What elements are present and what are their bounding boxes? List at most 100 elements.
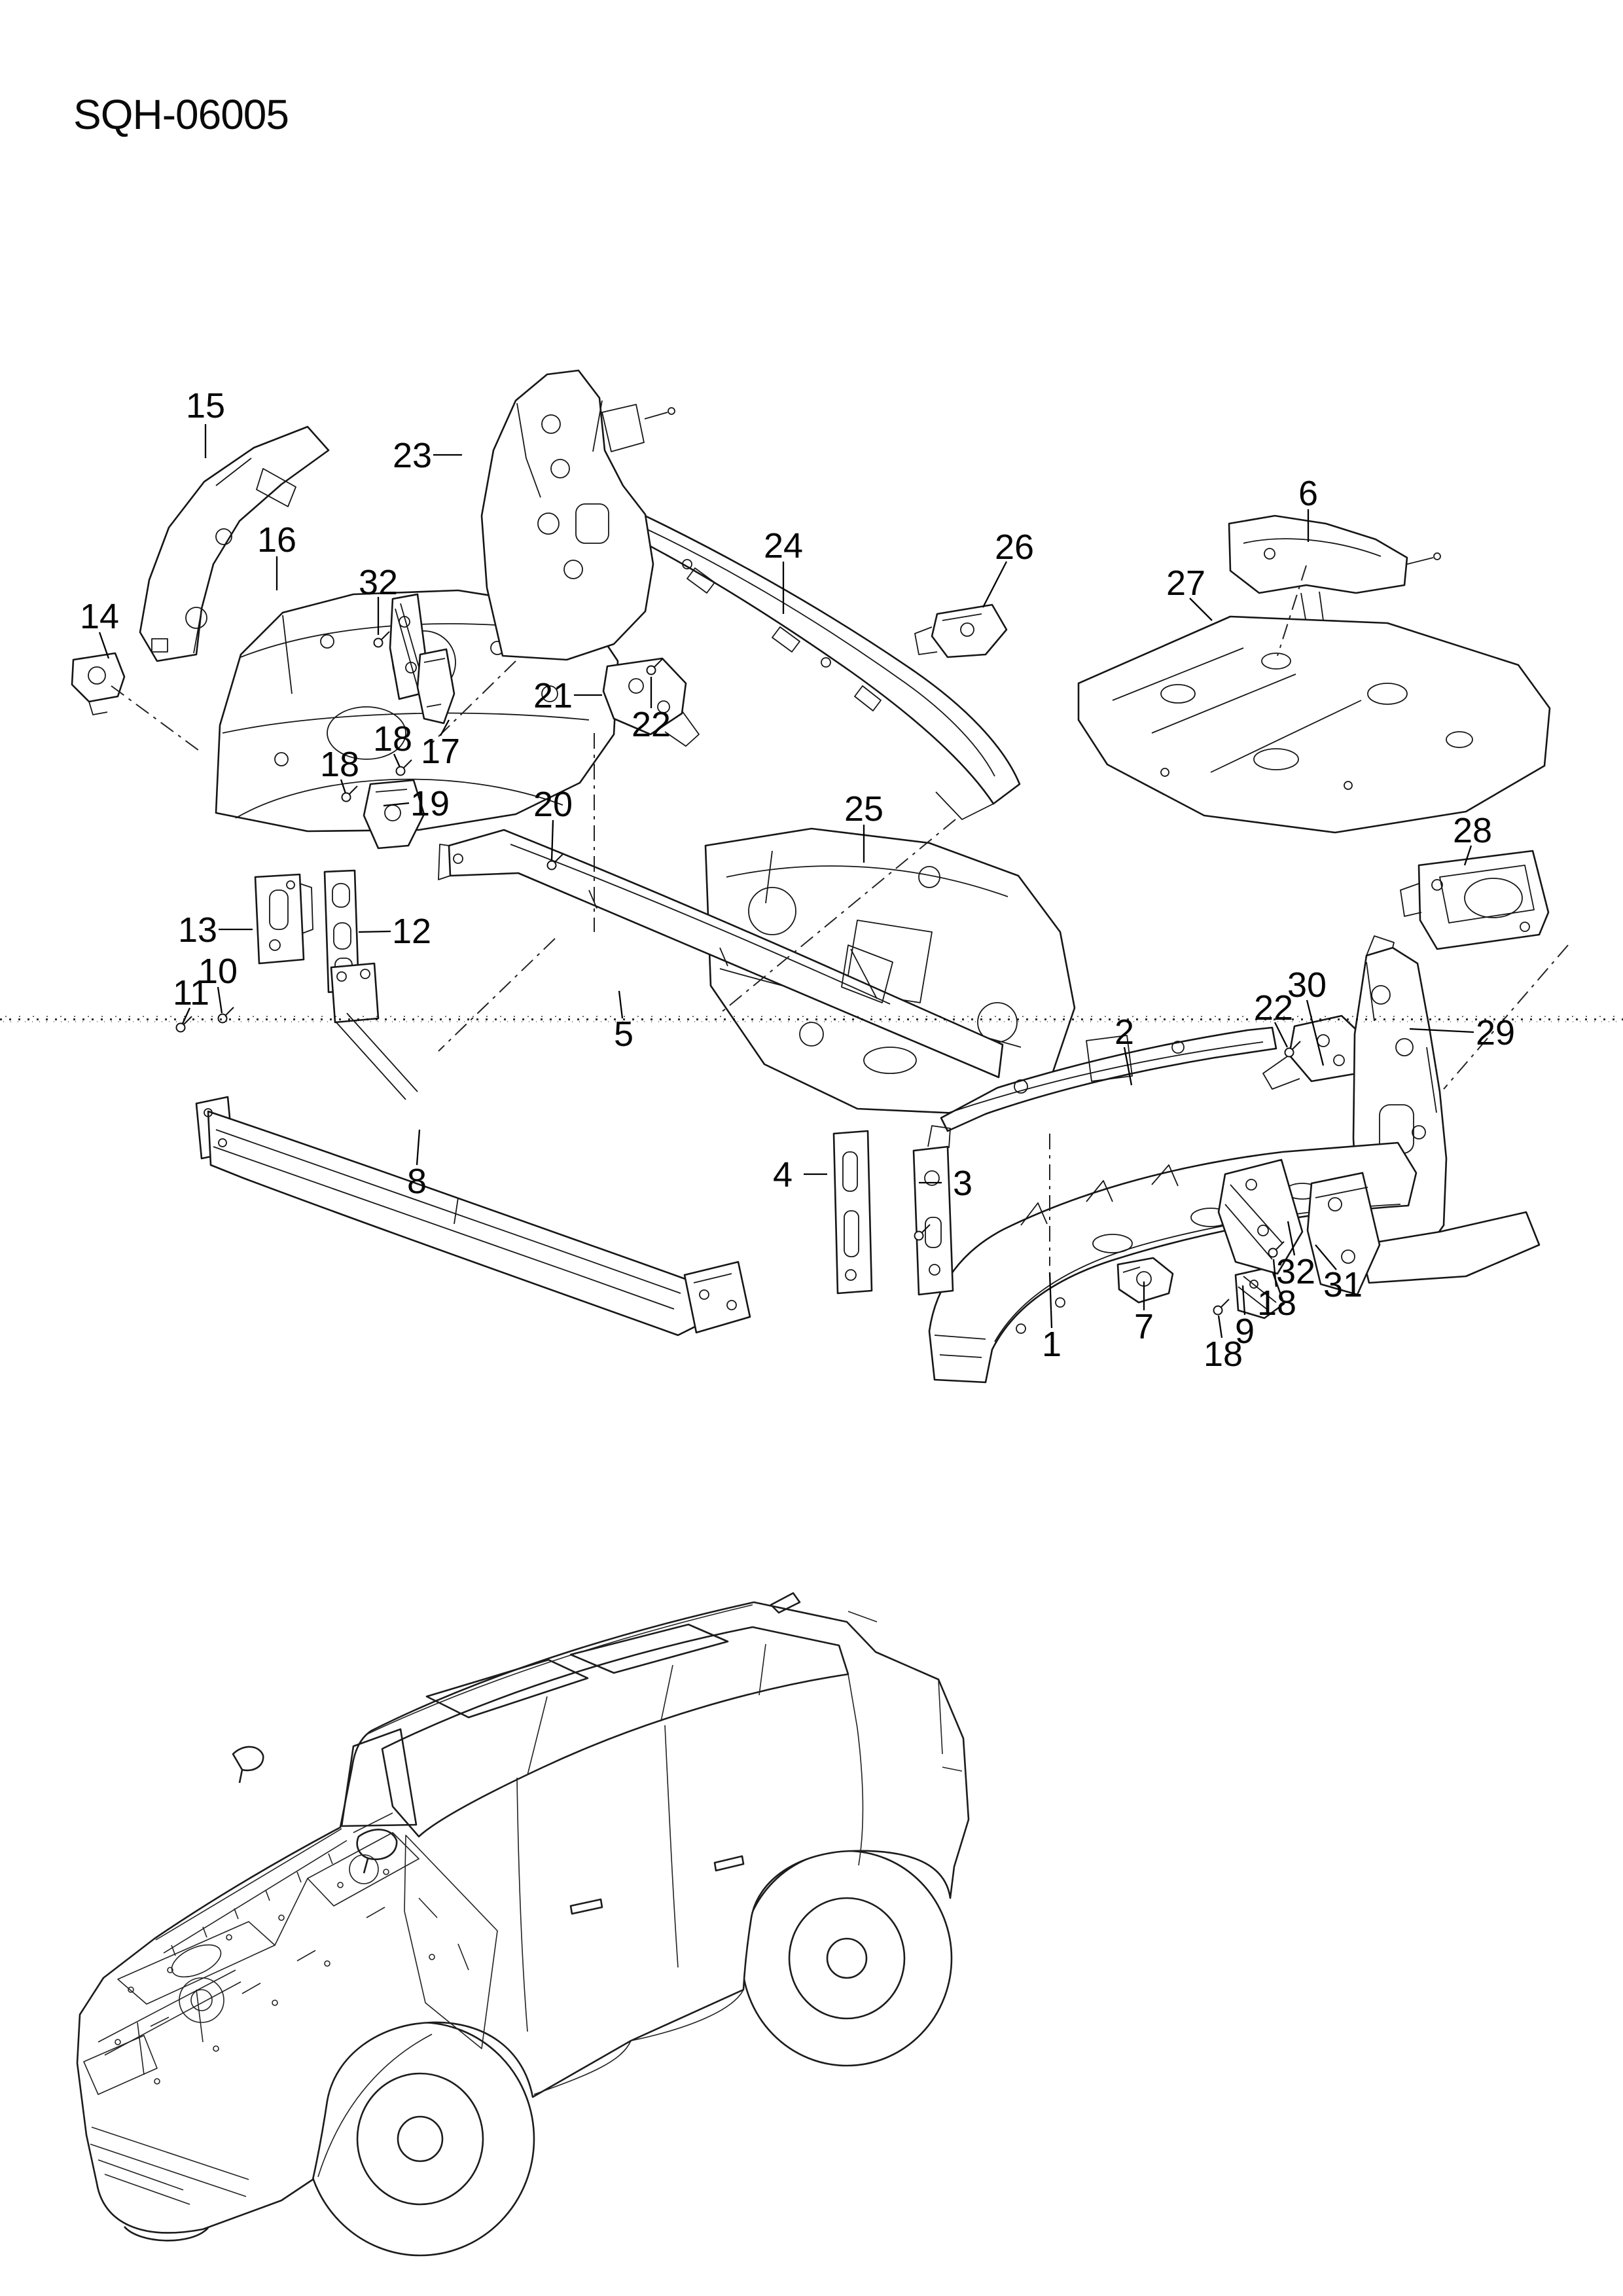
callout-label-27: 27 xyxy=(1166,564,1205,603)
windshield xyxy=(340,1728,418,1827)
callout-label-23: 23 xyxy=(393,436,432,475)
part-4-plate-sketch xyxy=(832,1130,873,1295)
callout-label-18: 18 xyxy=(373,719,412,759)
callout-leader xyxy=(358,930,391,933)
callout-label-10: 10 xyxy=(198,952,238,991)
callout-label-25: 25 xyxy=(844,789,883,829)
callout-leader xyxy=(1274,1022,1289,1048)
vehicle-sketch xyxy=(76,1592,970,2257)
part-sketches xyxy=(71,369,1551,1384)
assembly-axis-line xyxy=(438,938,556,1052)
callout-label-17: 17 xyxy=(421,732,460,771)
part-31-plate-sketch xyxy=(1306,1172,1381,1296)
window-pillars xyxy=(527,1643,766,1776)
engine-bay-structure xyxy=(83,1828,498,2205)
callout-leader xyxy=(393,753,401,768)
page-title: SQH-06005 xyxy=(73,91,289,138)
part-7-bracket-sketch xyxy=(1116,1257,1174,1304)
part-28-tray-sketch xyxy=(1400,850,1550,950)
part-2-upper-rail-sketch xyxy=(940,1026,1277,1132)
assembly-axis-line xyxy=(111,685,199,751)
callout-leader xyxy=(982,561,1008,608)
callout-label-12: 12 xyxy=(392,912,431,951)
bolt-icon xyxy=(546,853,563,870)
callout-leader xyxy=(1048,1272,1053,1329)
part-8-bumper-beam-sketch xyxy=(195,1096,751,1336)
door-lines xyxy=(516,1725,679,2032)
callout-label-6: 6 xyxy=(1298,474,1318,513)
callout-leader xyxy=(439,719,450,736)
callout-leader xyxy=(1287,1221,1296,1256)
bolt-icon xyxy=(341,785,358,802)
callout-label-4: 4 xyxy=(773,1155,793,1194)
callout-label-26: 26 xyxy=(995,528,1034,567)
callout-label-11: 11 xyxy=(173,973,209,1013)
callout-label-30: 30 xyxy=(1287,965,1327,1005)
rear-wheel-sketch xyxy=(741,1850,953,2067)
sunroof-front xyxy=(425,1659,589,1719)
callout-label-19: 19 xyxy=(410,784,450,823)
right-mirror xyxy=(232,1746,264,1784)
callout-label-22: 22 xyxy=(632,705,671,744)
callout-leader xyxy=(1241,1285,1246,1316)
part-32-gusset-sketch xyxy=(389,593,427,700)
callout-leader xyxy=(217,986,223,1014)
callout-label-9: 9 xyxy=(1235,1312,1255,1351)
part-14-bracket-sketch xyxy=(71,652,126,715)
sunroof-rear xyxy=(569,1623,729,1674)
part-24-cowl-top-sketch xyxy=(608,504,1021,820)
callout-leader-lines xyxy=(98,424,1474,1338)
part-19-bracket-sketch xyxy=(363,779,425,850)
callout-label-15: 15 xyxy=(186,386,225,425)
callout-label-28: 28 xyxy=(1453,811,1492,850)
callout-label-18: 18 xyxy=(320,745,359,784)
part-15-cowl-side-rail-sketch xyxy=(139,425,330,662)
callout-label-3: 3 xyxy=(953,1164,972,1203)
part-17-insulator-sketch xyxy=(416,648,455,725)
roof-antenna xyxy=(770,1592,801,1614)
callout-label-18: 18 xyxy=(1204,1335,1243,1374)
part-13-plate-sketch xyxy=(254,873,313,965)
assembly-axis-line xyxy=(718,819,956,1015)
callout-label-22: 22 xyxy=(1254,988,1293,1028)
callout-leader xyxy=(383,802,410,807)
door-handles xyxy=(569,1855,745,1915)
part-21-bracket-sketch xyxy=(602,657,700,747)
far-front-wheel-hint xyxy=(124,2226,209,2242)
bolt-icon xyxy=(646,658,663,675)
callout-label-2: 2 xyxy=(1115,1013,1134,1052)
part-12-stiffener-sketch xyxy=(323,869,360,994)
callout-leader xyxy=(1272,1259,1277,1287)
callout-label-20: 20 xyxy=(533,785,573,824)
callout-leader xyxy=(1306,999,1325,1066)
callout-leader xyxy=(1463,845,1472,866)
callout-label-32: 32 xyxy=(359,563,398,602)
callout-label-32: 32 xyxy=(1276,1252,1315,1291)
part-mount-bracket-sketch xyxy=(330,962,418,1100)
callout-leader xyxy=(550,819,554,862)
part-26-bracket-sketch xyxy=(914,603,1008,658)
callout-label-7: 7 xyxy=(1134,1307,1154,1346)
part-6-cowl-bracket-sketch xyxy=(1228,514,1441,624)
callout-label-1: 1 xyxy=(1042,1325,1061,1364)
bolt-icon xyxy=(1213,1299,1230,1316)
part-27-floor-panel-sketch xyxy=(1077,615,1551,834)
callout-leader xyxy=(1217,1315,1223,1338)
callout-label-13: 13 xyxy=(178,910,217,950)
bolt-icon xyxy=(373,631,390,648)
callout-label-14: 14 xyxy=(80,597,119,636)
callout-leader xyxy=(1409,1028,1474,1033)
callout-label-24: 24 xyxy=(764,526,803,565)
callout-label-29: 29 xyxy=(1476,1013,1515,1052)
callout-leader xyxy=(1123,1047,1133,1086)
callout-leader xyxy=(618,990,624,1019)
callout-label-16: 16 xyxy=(257,520,296,560)
part-23-pillar-inner-sketch xyxy=(480,369,675,661)
part-3-reinforcement-sketch xyxy=(912,1125,954,1296)
bolt-markers xyxy=(175,631,1301,1316)
callout-leader xyxy=(340,779,347,794)
bolt-icon xyxy=(914,1224,931,1241)
callout-label-21: 21 xyxy=(533,676,573,715)
callout-leader xyxy=(416,1129,421,1166)
